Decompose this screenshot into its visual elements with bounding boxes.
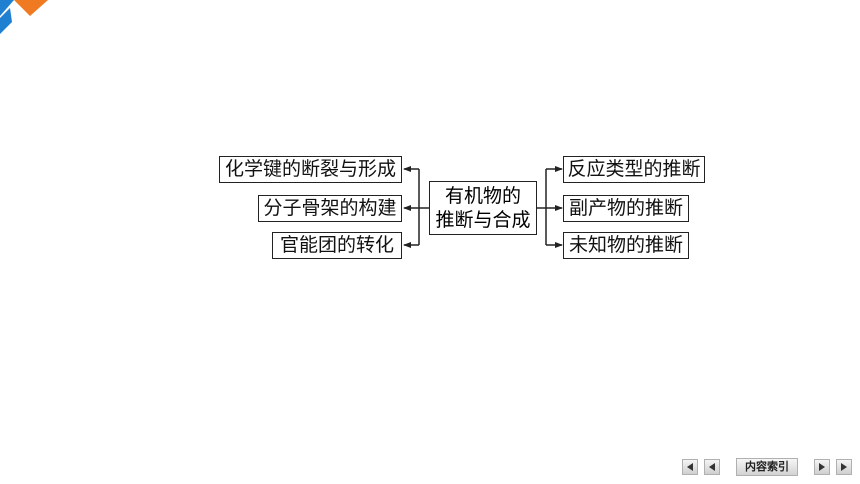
last-slide-button[interactable] <box>836 459 852 475</box>
skip-forward-icon <box>841 463 847 471</box>
logo-blue-tab <box>0 8 12 34</box>
content-index-button[interactable]: 内容索引 <box>736 458 798 476</box>
left-node-skeleton-building: 分子骨架的构建 <box>258 195 402 222</box>
logo-blue-shape <box>0 0 14 16</box>
right-node-unknown: 未知物的推断 <box>563 232 689 259</box>
logo-orange-shape <box>14 0 48 16</box>
right-node-reaction-type: 反应类型的推断 <box>563 156 705 183</box>
slide-navigation: 内容索引 <box>682 458 852 476</box>
first-slide-button[interactable] <box>682 459 698 475</box>
next-icon <box>819 463 825 471</box>
left-node-bond-breaking: 化学键的断裂与形成 <box>219 156 402 183</box>
center-node-line1: 有机物的 <box>444 185 521 207</box>
corner-logo <box>0 0 48 34</box>
center-node: 有机物的 推断与合成 <box>429 181 537 235</box>
prev-icon <box>709 463 715 471</box>
skip-back-icon <box>687 463 693 471</box>
left-node-functional-group: 官能团的转化 <box>272 232 402 259</box>
prev-slide-button[interactable] <box>704 459 720 475</box>
right-node-byproduct: 副产物的推断 <box>563 195 689 222</box>
next-slide-button[interactable] <box>814 459 830 475</box>
center-node-line2: 推断与合成 <box>435 209 531 231</box>
